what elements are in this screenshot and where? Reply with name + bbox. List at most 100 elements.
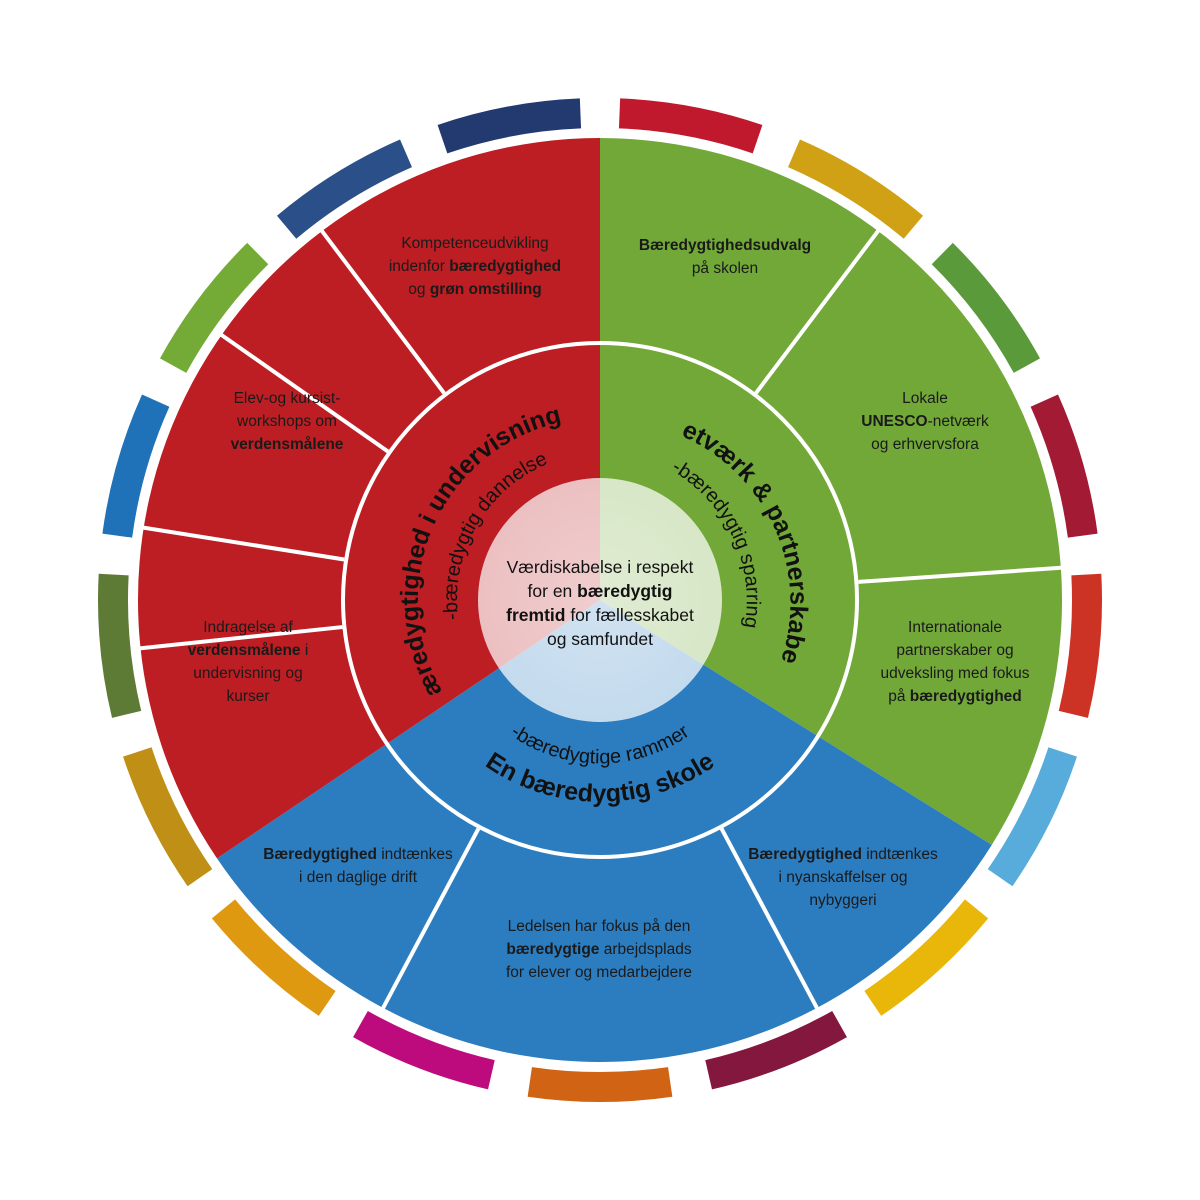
segment-divider (141, 525, 345, 562)
center-text-line: og samfundet (547, 629, 653, 649)
segment-dividers (138, 228, 1064, 1011)
segment-text-line: på skolen (692, 260, 758, 277)
outer-ring-segment (864, 899, 989, 1016)
segment-text-part: på skolen (692, 260, 758, 277)
segment-text-part: i nyanskaffelser og (779, 869, 908, 886)
segment-text-part: nybyggeri (809, 892, 876, 909)
segment-text-line: Lokale (902, 390, 948, 407)
segment-text-part: i den daglige drift (299, 869, 418, 886)
segment-text-part: og (408, 281, 430, 298)
segment-text-part: verdensmålene (231, 436, 344, 453)
segment-text-part: på (888, 688, 910, 705)
segment-text-internationale: Internationale partnerskaber og udveksling… (880, 619, 1029, 705)
outer-ring-segment (527, 1067, 673, 1103)
center-text-line: Værdiskabelse i respekt (507, 557, 694, 577)
segment-text-line: og erhvervsfora (871, 436, 979, 453)
outer-ring-segment (1058, 573, 1102, 718)
segment-text-line: Bæredygtighedsudvalg (639, 237, 811, 254)
segment-text-part: og erhvervsfora (871, 436, 979, 453)
segment-divider (380, 827, 481, 1011)
segment-text-part: partnerskaber og (896, 642, 1013, 659)
segment-text-line: undervisning og (193, 665, 302, 682)
center-text-part: for en (528, 581, 578, 601)
outer-ring-segment (159, 242, 269, 373)
segment-text-line: Indragelse af (203, 619, 293, 636)
segment-text-line: verdensmålene i (188, 642, 309, 659)
segment-text-part: UNESCO (861, 413, 927, 430)
segment-text-part: bæredygtighed (910, 688, 1022, 705)
segment-text-part: grøn omstilling (430, 281, 542, 298)
segment-text-line: i den daglige drift (299, 869, 418, 886)
segment-text-line: Bæredygtighed indtænkes (748, 846, 938, 863)
center-circle (478, 478, 722, 722)
outer-ring-segment (123, 747, 213, 887)
segment-texts: Kompetenceudvikling indenfor bæredygtighe… (188, 235, 1030, 981)
segment-text-part: indenfor (389, 258, 449, 275)
outer-color-ring (98, 98, 1102, 1103)
segment-divider (858, 565, 1064, 584)
center-text-line: for en bæredygtig (528, 581, 673, 601)
segment-text-line: på bæredygtighed (888, 688, 1022, 705)
segment-text-part: Internationale (908, 619, 1002, 636)
segment-text-part: undervisning og (193, 665, 302, 682)
segment-text-part: Kompetenceudvikling (401, 235, 548, 252)
outer-ring-segment (353, 1010, 495, 1090)
segment-divider (754, 228, 881, 395)
segment-text-line: for elever og medarbejdere (506, 964, 692, 981)
segment-text-part: udveksling med fokus (880, 665, 1029, 682)
segment-text-line: workshops om (236, 413, 337, 430)
segment-text-line: Kompetenceudvikling (401, 235, 548, 252)
segment-text-line: Ledelsen har fokus på den (508, 918, 691, 935)
segment-divider (719, 827, 820, 1011)
segment-text-part: Elev-og kursist- (234, 390, 341, 407)
segment-divider (319, 228, 446, 395)
segment-text-kompetence: Kompetenceudvikling indenfor bæredygtighe… (389, 235, 561, 298)
segment-text-line: indenfor bæredygtighed (389, 258, 561, 275)
outer-ring-segment (705, 1010, 847, 1090)
outer-ring-segment (98, 573, 142, 718)
outer-ring-segment (618, 98, 763, 154)
segment-text-part: workshops om (236, 413, 337, 430)
outer-ring-segment (1030, 394, 1098, 538)
segment-text-part: Lokale (902, 390, 948, 407)
segment-text-line: udveksling med fokus (880, 665, 1029, 682)
segment-text-line: og grøn omstilling (408, 281, 542, 298)
outer-ring-segment (931, 242, 1041, 373)
segment-text-udvalg: Bæredygtighedsudvalg på skolen (639, 237, 811, 277)
segment-text-part: Ledelsen har fokus på den (508, 918, 691, 935)
segment-text-part: bæredygtige (506, 941, 599, 958)
outer-ring-segment (437, 98, 582, 154)
segment-text-part: i (301, 642, 309, 659)
segment-text-line: i nyanskaffelser og (779, 869, 908, 886)
center-text-part: Værdiskabelse i respekt (507, 557, 694, 577)
segment-text-line: verdensmålene (231, 436, 344, 453)
segment-text-part: bæredygtighed (449, 258, 561, 275)
segment-text-line: Elev-og kursist- (234, 390, 341, 407)
segment-text-line: Bæredygtighed indtænkes (263, 846, 453, 863)
center-text-part: og samfundet (547, 629, 653, 649)
center-statement: Værdiskabelse i respekt for en bæredygtig… (506, 557, 694, 649)
segment-text-part: Bæredygtighed (263, 846, 377, 863)
inner-ring-border (341, 341, 859, 859)
segment-divider (218, 332, 389, 454)
center-text-line: fremtid for fællesskabet (506, 605, 694, 625)
segment-text-line: kurser (226, 688, 269, 705)
outer-ring-segment (276, 139, 412, 239)
sector-red (137, 138, 600, 859)
segment-text-line: bæredygtige arbejdsplads (506, 941, 691, 958)
segment-text-part: kurser (226, 688, 269, 705)
segment-text-elev-workshops: Elev-og kursist-workshops om verdensmålen… (231, 390, 344, 453)
center-text-part: for fællesskabet (565, 605, 694, 625)
segment-text-indragelse: Indragelse af verdensmålene i undervisning… (188, 619, 309, 705)
outer-ring-segment (211, 899, 336, 1016)
segment-text-drift: Bæredygtighed indtænkes i den daglige dri… (263, 846, 453, 886)
segment-text-nyanskaffelser: Bæredygtighed indtænkes i nyanskaffelser … (748, 846, 938, 909)
segment-text-part: verdensmålene (188, 642, 301, 659)
sector-blue (216, 600, 992, 1063)
segment-text-line: nybyggeri (809, 892, 876, 909)
segment-text-ledelsen: Ledelsen har fokus på den bæredygtige arb… (506, 918, 692, 981)
segment-text-part: indtænkes (377, 846, 453, 863)
segment-text-part: -netværk (928, 413, 989, 430)
